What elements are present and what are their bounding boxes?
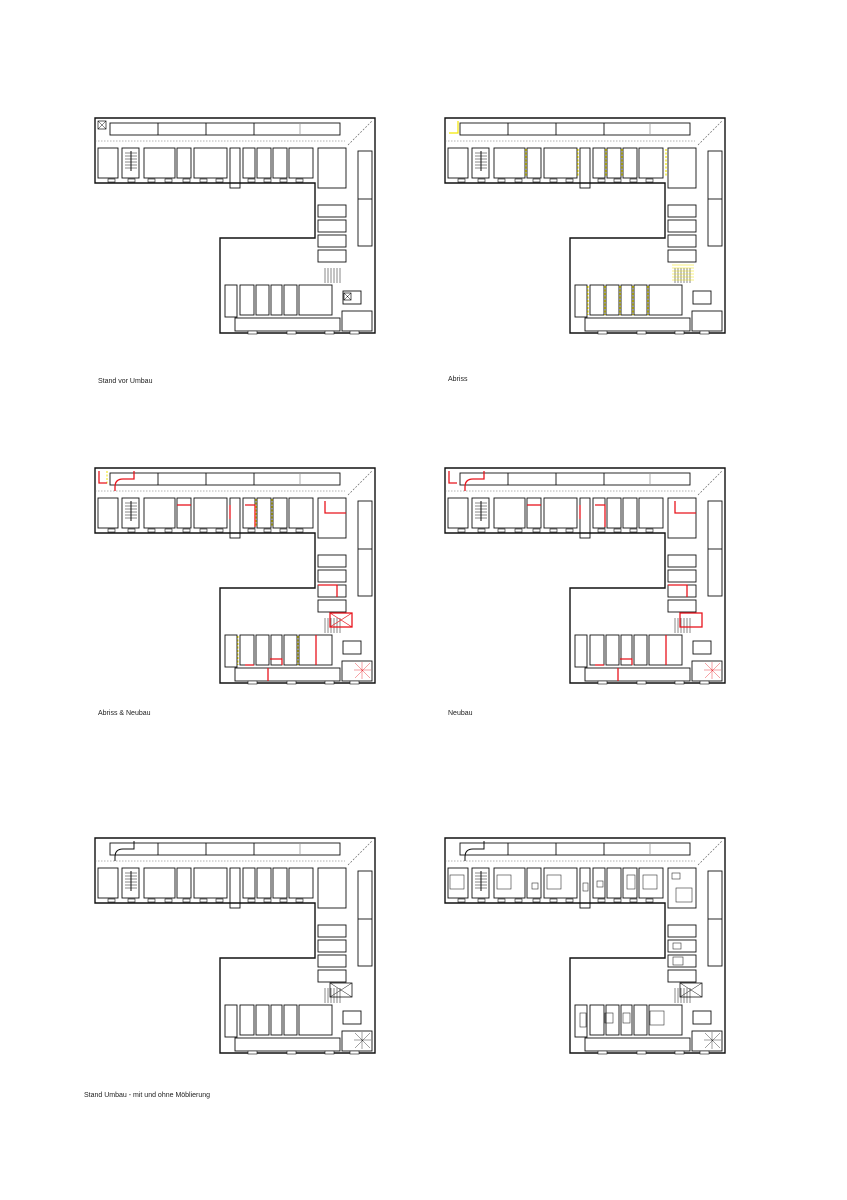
- floor-plan-after-furnished: [440, 833, 730, 1058]
- caption-after-renovation: Stand Umbau - mit und ohne Möblierung: [84, 1092, 211, 1099]
- floor-plan-before-renovation: [90, 113, 380, 338]
- caption-demolition: Abriss: [448, 376, 468, 383]
- floor-plan-after-empty: [90, 833, 380, 1058]
- caption-demolition-and-new: Abriss & Neubau: [98, 710, 151, 717]
- floor-plan-new-construction: [440, 463, 730, 688]
- floor-plan-demolition-and-new: [90, 463, 380, 688]
- caption-before-renovation: Stand vor Umbau: [98, 378, 153, 385]
- caption-new-construction: Neubau: [448, 710, 473, 717]
- floor-plan-demolition: [440, 113, 730, 338]
